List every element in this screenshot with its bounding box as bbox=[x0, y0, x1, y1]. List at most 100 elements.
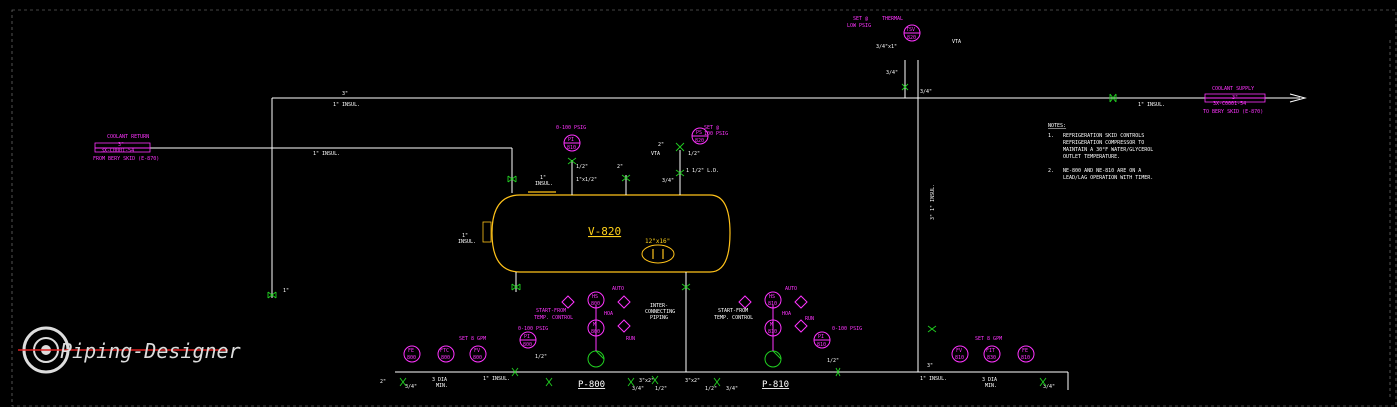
svg-text:1 1/2" L.D.: 1 1/2" L.D. bbox=[686, 168, 719, 174]
svg-text:PS: PS bbox=[696, 130, 702, 136]
svg-text:1/2": 1/2" bbox=[655, 386, 667, 392]
svg-text:800: 800 bbox=[441, 355, 450, 361]
svg-text:COOLANT SUPPLY: COOLANT SUPPLY bbox=[1212, 86, 1254, 92]
svg-text:HS: HS bbox=[769, 294, 775, 300]
svg-text:3X-C0001-54: 3X-C0001-54 bbox=[101, 148, 134, 154]
pump-header: 3" 1" INSUL. 1" INSUL. 3 DIA MIN. 3 DIA … bbox=[380, 303, 1069, 392]
svg-text:0-100 PSIG: 0-100 PSIG bbox=[556, 125, 586, 131]
ps-820-instrument: PS 820 SET @ 100 PSIG VTA 2" 1/2" 1 1/2"… bbox=[617, 125, 728, 184]
svg-text:START-FROM: START-FROM bbox=[536, 308, 566, 314]
svg-text:3": 3" bbox=[118, 142, 124, 148]
svg-text:TO BERY SKID (E-870): TO BERY SKID (E-870) bbox=[1203, 109, 1263, 115]
svg-text:2": 2" bbox=[658, 142, 664, 148]
svg-text:0-100 PSIG: 0-100 PSIG bbox=[518, 326, 548, 332]
tsv-820-assembly: TSV 820 SET @ LOW PSIG THERMAL VTA 3/4"x… bbox=[847, 16, 961, 76]
svg-text:1": 1" bbox=[540, 175, 546, 181]
svg-text:AUTO: AUTO bbox=[785, 286, 797, 292]
svg-text:REFRIGERATION SKID CONTROLS: REFRIGERATION SKID CONTROLS bbox=[1063, 133, 1144, 139]
svg-text:SET @: SET @ bbox=[853, 16, 868, 22]
svg-text:1" INSUL.: 1" INSUL. bbox=[483, 376, 510, 382]
svg-text:2": 2" bbox=[380, 379, 386, 385]
header-insul-label: 1" INSUL. bbox=[333, 102, 360, 108]
svg-text:NE-800 AND NE-810 ARE ON A: NE-800 AND NE-810 ARE ON A bbox=[1063, 168, 1141, 174]
svg-text:SET 8 GPM: SET 8 GPM bbox=[975, 336, 1002, 342]
svg-text:M: M bbox=[593, 322, 596, 328]
svg-text:3 DIA: 3 DIA bbox=[432, 377, 447, 383]
svg-text:800: 800 bbox=[591, 301, 600, 307]
svg-text:810: 810 bbox=[955, 355, 964, 361]
svg-text:2": 2" bbox=[617, 164, 623, 170]
svg-text:FV: FV bbox=[474, 348, 480, 354]
svg-text:3"x2": 3"x2" bbox=[685, 378, 700, 384]
svg-text:810: 810 bbox=[1021, 355, 1030, 361]
svg-text:VTA: VTA bbox=[952, 39, 961, 45]
svg-text:M: M bbox=[770, 322, 773, 328]
svg-text:TEMP. CONTROL: TEMP. CONTROL bbox=[714, 315, 753, 321]
svg-text:1": 1" bbox=[462, 233, 468, 239]
svg-text:PI: PI bbox=[524, 334, 530, 340]
manway-label: 12"x16" bbox=[645, 238, 670, 245]
svg-text:LEAD/LAG OPERATION WITH TIMER.: LEAD/LAG OPERATION WITH TIMER. bbox=[1063, 175, 1153, 181]
svg-text:FE: FE bbox=[1022, 348, 1028, 354]
svg-text:MAINTAIN A 30°F WATER/GLYCEROL: MAINTAIN A 30°F WATER/GLYCEROL bbox=[1063, 147, 1153, 153]
svg-text:800: 800 bbox=[473, 355, 482, 361]
svg-text:PIPING: PIPING bbox=[650, 315, 668, 321]
header-size-label: 3" bbox=[342, 91, 348, 97]
svg-text:TSV: TSV bbox=[906, 27, 915, 33]
svg-text:AUTO: AUTO bbox=[612, 286, 624, 292]
svg-text:3 DIA: 3 DIA bbox=[982, 377, 997, 383]
svg-text:START-FROM: START-FROM bbox=[718, 308, 748, 314]
brand-text: Piping-Designer bbox=[60, 339, 241, 363]
svg-text:THERMAL: THERMAL bbox=[882, 16, 903, 22]
riser-line: 3" 1" INSUL. 3/4" bbox=[904, 60, 936, 372]
svg-text:810: 810 bbox=[768, 329, 777, 335]
svg-text:COOLANT RETURN: COOLANT RETURN bbox=[107, 134, 149, 140]
svg-text:FE: FE bbox=[408, 348, 414, 354]
svg-text:820: 820 bbox=[907, 35, 916, 41]
svg-text:MIN.: MIN. bbox=[436, 383, 448, 389]
svg-text:3X-C0001-54: 3X-C0001-54 bbox=[1213, 101, 1246, 107]
svg-text:800: 800 bbox=[407, 355, 416, 361]
svg-text:3/4"x1": 3/4"x1" bbox=[876, 44, 897, 50]
svg-text:3"x2": 3"x2" bbox=[639, 378, 654, 384]
svg-text:MIN.: MIN. bbox=[985, 383, 997, 389]
svg-text:100 PSIG: 100 PSIG bbox=[704, 131, 728, 137]
svg-text:0-100 PSIG: 0-100 PSIG bbox=[832, 326, 862, 332]
svg-text:810: 810 bbox=[768, 301, 777, 307]
svg-text:3": 3" bbox=[1232, 95, 1238, 101]
svg-text:3" 1" INSUL.: 3" 1" INSUL. bbox=[930, 184, 936, 220]
svg-text:1"x1/2": 1"x1/2" bbox=[576, 177, 597, 183]
valves bbox=[267, 83, 1117, 387]
svg-text:820: 820 bbox=[695, 138, 704, 144]
svg-text:3/4": 3/4" bbox=[726, 386, 738, 392]
svg-text:VTA: VTA bbox=[651, 151, 660, 157]
svg-text:PI: PI bbox=[818, 334, 824, 340]
svg-text:INSUL.: INSUL. bbox=[535, 181, 553, 187]
svg-text:SET 8 GPM: SET 8 GPM bbox=[459, 336, 486, 342]
svg-text:FTC: FTC bbox=[440, 348, 449, 354]
svg-text:REFRIGERATION COMPRESSOR TO: REFRIGERATION COMPRESSOR TO bbox=[1063, 140, 1144, 146]
svg-text:TEMP. CONTROL: TEMP. CONTROL bbox=[534, 315, 573, 321]
svg-text:3": 3" bbox=[927, 363, 933, 369]
coolant-supply-tag: COOLANT SUPPLY 3" 3X-C0001-54 TO BERY SK… bbox=[1203, 86, 1266, 115]
notes-block: NOTES: 1. REFRIGERATION SKID CONTROLS RE… bbox=[1048, 123, 1153, 181]
svg-text:1.: 1. bbox=[1048, 133, 1054, 139]
svg-text:CONNECTING: CONNECTING bbox=[645, 309, 675, 315]
svg-text:3/4": 3/4" bbox=[632, 386, 644, 392]
svg-text:OUTLET TEMPERATURE.: OUTLET TEMPERATURE. bbox=[1063, 154, 1120, 160]
svg-text:FROM BERY SKID (E-870): FROM BERY SKID (E-870) bbox=[93, 156, 159, 162]
svg-text:1" INSUL.: 1" INSUL. bbox=[313, 151, 340, 157]
svg-text:FIT: FIT bbox=[986, 348, 995, 354]
svg-text:HOA: HOA bbox=[604, 311, 613, 317]
svg-text:LOW PSIG: LOW PSIG bbox=[847, 23, 871, 29]
svg-text:3/4": 3/4" bbox=[405, 384, 417, 390]
supply-insul-label: 1" INSUL. bbox=[1138, 102, 1165, 108]
vessel-tag: V-820 bbox=[588, 225, 621, 238]
svg-text:800: 800 bbox=[523, 342, 532, 348]
svg-text:RUN: RUN bbox=[626, 336, 635, 342]
svg-text:RUN: RUN bbox=[805, 316, 814, 322]
svg-text:810: 810 bbox=[567, 145, 576, 151]
vessel-v820: V-820 12"x16" 1" INSUL. 1" INSUL. bbox=[458, 150, 731, 372]
svg-text:800: 800 bbox=[591, 329, 600, 335]
